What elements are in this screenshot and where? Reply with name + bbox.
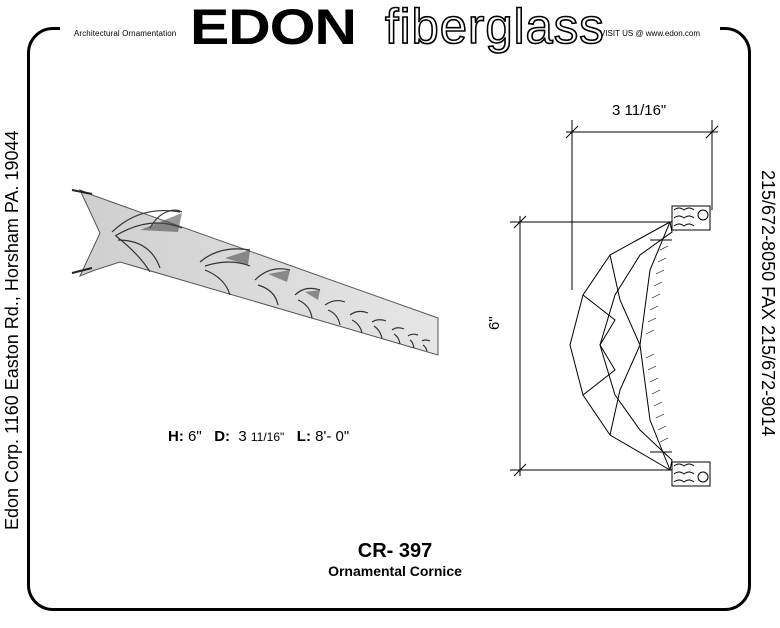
brand-logo-fiberglass: fiberglass [384,0,605,54]
depth-value: 3 [238,428,247,445]
page-frame [27,27,751,611]
dimension-specs: H: 6" D: 3 11/16" L: 8'- 0" [168,428,349,445]
website-link[interactable]: VISIT US @ www.edon.com [600,29,701,38]
drawing-height-label: 6" [486,316,503,330]
height-value: 6" [188,428,202,445]
header-band [60,10,720,50]
product-code: CR- 397 [357,540,433,562]
length-label: L: [296,428,311,445]
product-name: Ornamental Cornice [328,563,462,579]
tagline-left: Architectural Ornamentation [74,29,177,38]
length-value: 8'- 0" [315,428,350,445]
depth-fraction: 11/16" [250,430,285,444]
depth-label: D: [214,428,231,445]
brand-logo-edon: EDON [190,0,357,55]
drawing-width-label: 3 11/16" [612,102,667,119]
height-label: H: [168,428,184,445]
